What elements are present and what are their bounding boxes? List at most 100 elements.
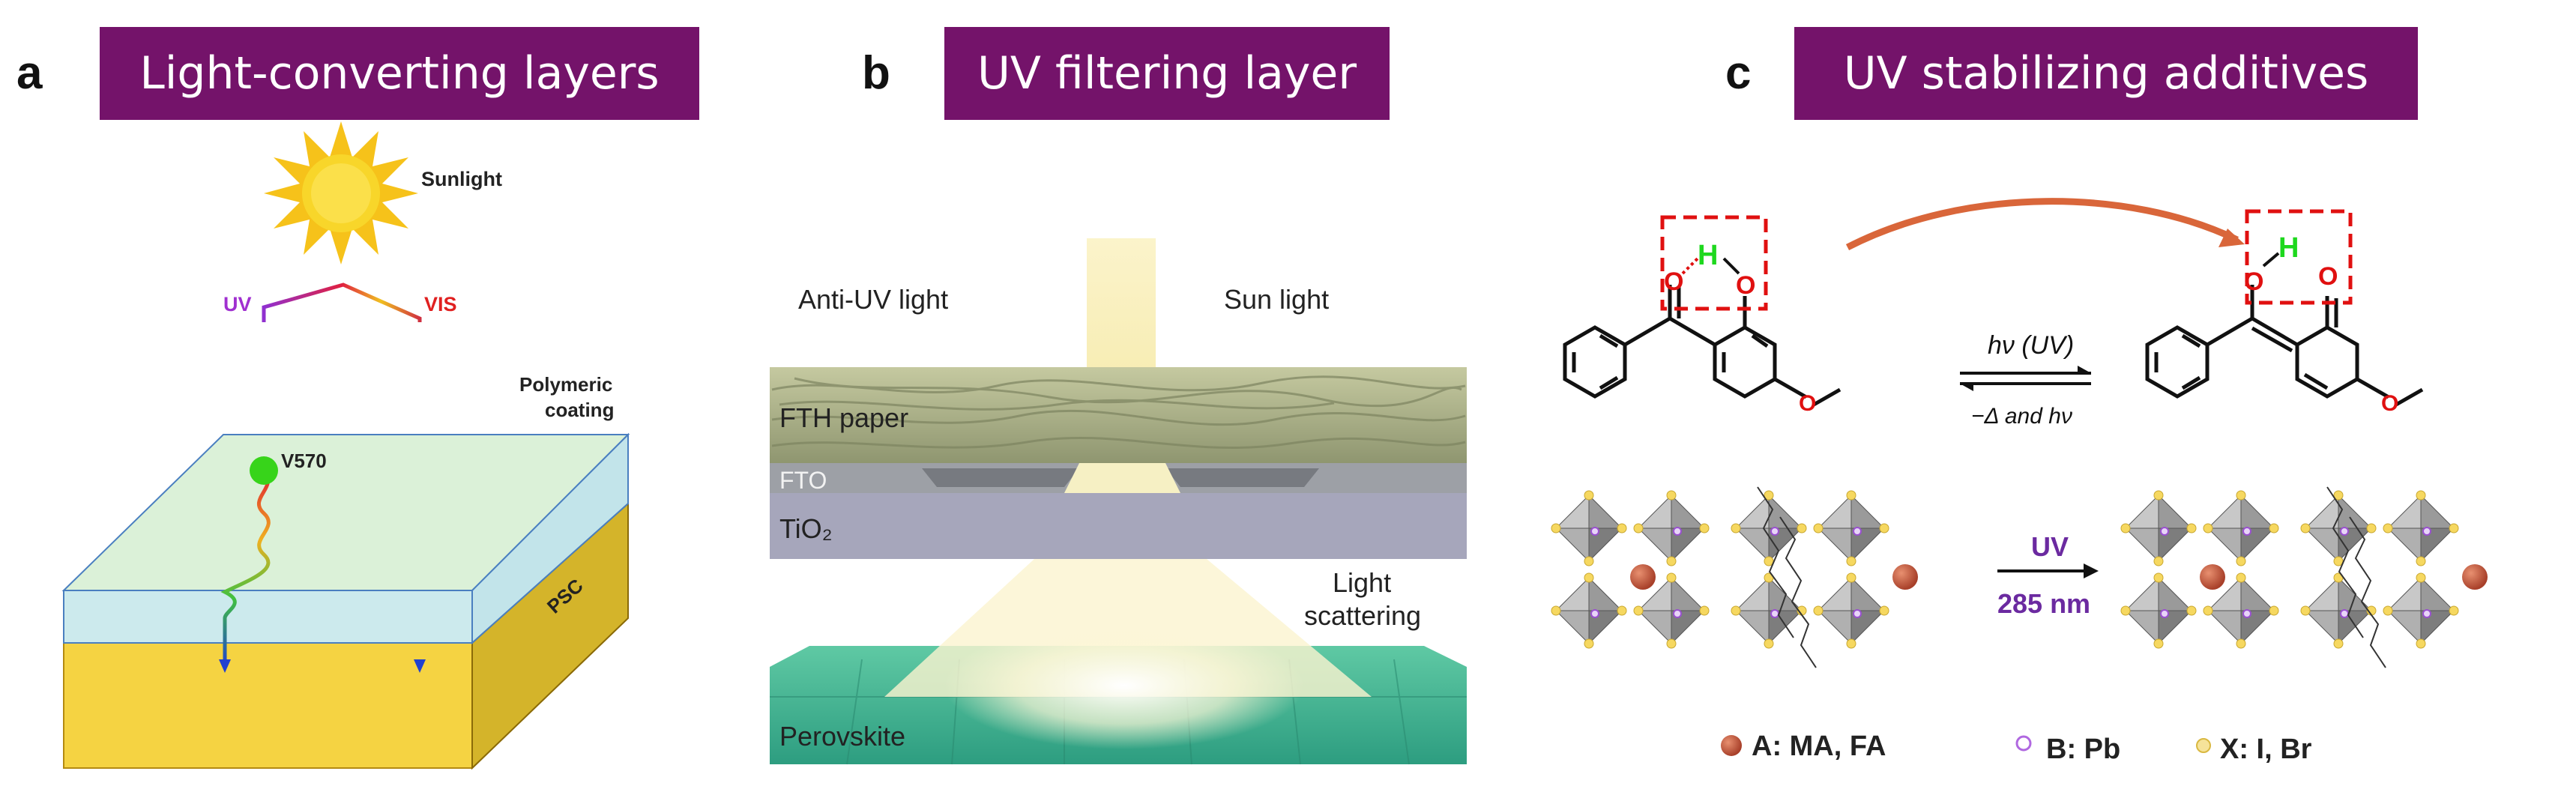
x-site-atom bbox=[2154, 557, 2163, 566]
b-site-atom bbox=[2341, 528, 2348, 535]
x-site-atom bbox=[1584, 639, 1593, 648]
sunlight-beam bbox=[1087, 238, 1156, 373]
x-site-atom bbox=[1731, 524, 1740, 533]
x-site-atom bbox=[2449, 524, 2458, 533]
octahedron-face bbox=[2388, 578, 2421, 611]
b-site-atom bbox=[2161, 528, 2168, 535]
a-site-cation bbox=[1892, 564, 1918, 590]
a-site-cation bbox=[1630, 564, 1656, 590]
octahedron-face bbox=[2388, 528, 2421, 561]
x-site-atom bbox=[1814, 606, 1823, 615]
octahedron-face bbox=[2126, 528, 2159, 561]
octahedron-face bbox=[2126, 578, 2159, 611]
x-site-atom bbox=[1880, 606, 1889, 615]
x-site-atom bbox=[1814, 524, 1823, 533]
octahedron-face bbox=[2305, 528, 2338, 561]
x-site-atom bbox=[1667, 639, 1676, 648]
octahedron-face bbox=[1736, 611, 1769, 644]
x-site-atom bbox=[1880, 524, 1889, 533]
b-site-atom bbox=[1674, 528, 1681, 535]
x-site-atom bbox=[1700, 606, 1709, 615]
oh-bond-left bbox=[1724, 259, 1739, 273]
x-site-atom bbox=[2301, 606, 2310, 615]
x-site-atom bbox=[2416, 557, 2425, 566]
x-site-atom bbox=[2236, 491, 2245, 500]
x-site-atom bbox=[2367, 524, 2376, 533]
x-site-atom bbox=[1584, 491, 1593, 500]
octahedron-face bbox=[1818, 611, 1851, 644]
octahedron-face bbox=[1769, 495, 1802, 528]
legend-a-site-marker bbox=[1721, 735, 1742, 756]
x-site-atom bbox=[1634, 606, 1643, 615]
panel-b-diagram: Anti-UV light Sun light FTH paper FTO Ti… bbox=[770, 238, 1467, 764]
x-site-atom bbox=[2269, 524, 2278, 533]
tautomer-curve-arrow bbox=[1847, 202, 2237, 247]
v570-dye-dot bbox=[250, 456, 278, 485]
x-site-atom bbox=[1847, 639, 1856, 648]
octahedron-face bbox=[2305, 611, 2338, 644]
uv-reaction-arrow-head bbox=[2084, 563, 2099, 578]
x-site-atom bbox=[2449, 606, 2458, 615]
fto-contact-right bbox=[1165, 468, 1319, 487]
legend-b-site-marker bbox=[2017, 737, 2030, 750]
tio2-layer bbox=[770, 493, 1467, 559]
legend-a-site-label: A: MA, FA bbox=[1752, 731, 1886, 762]
b-site-atom bbox=[2243, 528, 2251, 535]
x-site-atom bbox=[1584, 557, 1593, 566]
octahedron-face bbox=[2241, 495, 2274, 528]
perovskite-lattice-right bbox=[2121, 487, 2488, 668]
equilibrium-reverse-label: −Δ and hν bbox=[1971, 404, 2072, 429]
legend-x-site-label: X: I, Br bbox=[2220, 734, 2312, 765]
oxygen-atom-right-2: O bbox=[2318, 262, 2338, 291]
x-site-atom bbox=[2187, 606, 2196, 615]
octahedron-face bbox=[2208, 495, 2241, 528]
x-site-atom bbox=[2121, 606, 2130, 615]
octahedron-face bbox=[1851, 495, 1884, 528]
fth-paper-label: FTH paper bbox=[779, 402, 908, 433]
x-site-atom bbox=[1584, 573, 1593, 582]
octahedron-face bbox=[2159, 578, 2192, 611]
b-site-atom bbox=[2423, 528, 2431, 535]
b-site-atom bbox=[2423, 610, 2431, 617]
a-site-cation bbox=[2200, 564, 2225, 590]
x-site-atom bbox=[2204, 524, 2212, 533]
x-site-atom bbox=[2187, 524, 2196, 533]
octahedron-face bbox=[2421, 495, 2454, 528]
octahedron-face bbox=[2159, 495, 2192, 528]
x-site-atom bbox=[2236, 573, 2245, 582]
octahedron-face bbox=[2126, 611, 2159, 644]
x-site-atom bbox=[2154, 491, 2163, 500]
octahedron-face bbox=[1736, 495, 1769, 528]
octahedron-face bbox=[1671, 578, 1704, 611]
x-site-atom bbox=[2416, 491, 2425, 500]
panel-a-diagram: Sunlight UV VIS PSC Polymeric coating V5… bbox=[64, 121, 628, 768]
x-site-atom bbox=[2121, 524, 2130, 533]
octahedron-face bbox=[1671, 495, 1704, 528]
x-site-atom bbox=[2416, 639, 2425, 648]
octahedron-face bbox=[2241, 578, 2274, 611]
octahedron-face bbox=[1818, 495, 1851, 528]
octahedron-face bbox=[1589, 495, 1622, 528]
hydrogen-atom-left: H bbox=[1698, 240, 1718, 271]
x-site-atom bbox=[1731, 606, 1740, 615]
anti-uv-label: Anti-UV light bbox=[798, 284, 948, 315]
x-site-atom bbox=[1617, 524, 1626, 533]
scattering-label-line2: scattering bbox=[1304, 600, 1421, 631]
tio2-label: TiO₂ bbox=[779, 513, 833, 544]
x-site-atom bbox=[1797, 524, 1806, 533]
b-site-atom bbox=[1853, 528, 1861, 535]
x-site-atom bbox=[2236, 639, 2245, 648]
panel-c-diagram: O O O H hν (UV) −Δ and hν bbox=[1551, 202, 2488, 765]
octahedron-face bbox=[1851, 578, 1884, 611]
x-site-atom bbox=[2236, 557, 2245, 566]
octahedron-face bbox=[1818, 578, 1851, 611]
incoming-light-path bbox=[264, 285, 420, 322]
v570-label: V570 bbox=[281, 450, 327, 472]
octahedron-face bbox=[1556, 611, 1589, 644]
octahedron-face bbox=[1736, 578, 1769, 611]
a-site-cation bbox=[2462, 564, 2488, 590]
fto-contact-left bbox=[922, 468, 1079, 487]
x-site-atom bbox=[1551, 606, 1560, 615]
b-site-atom bbox=[2161, 610, 2168, 617]
